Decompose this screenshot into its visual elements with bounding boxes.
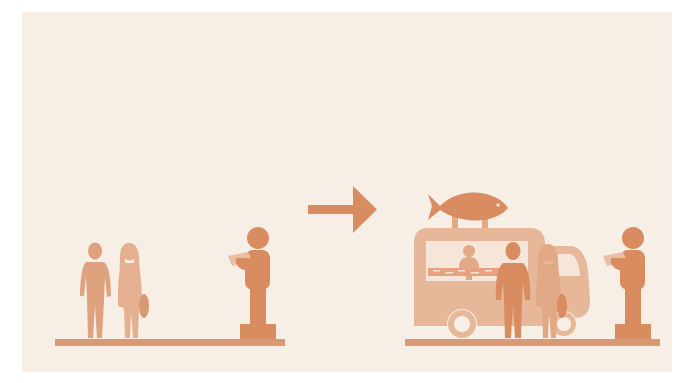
truck-wheel	[447, 309, 477, 339]
ground-line	[405, 339, 660, 346]
ground-line	[55, 339, 285, 346]
